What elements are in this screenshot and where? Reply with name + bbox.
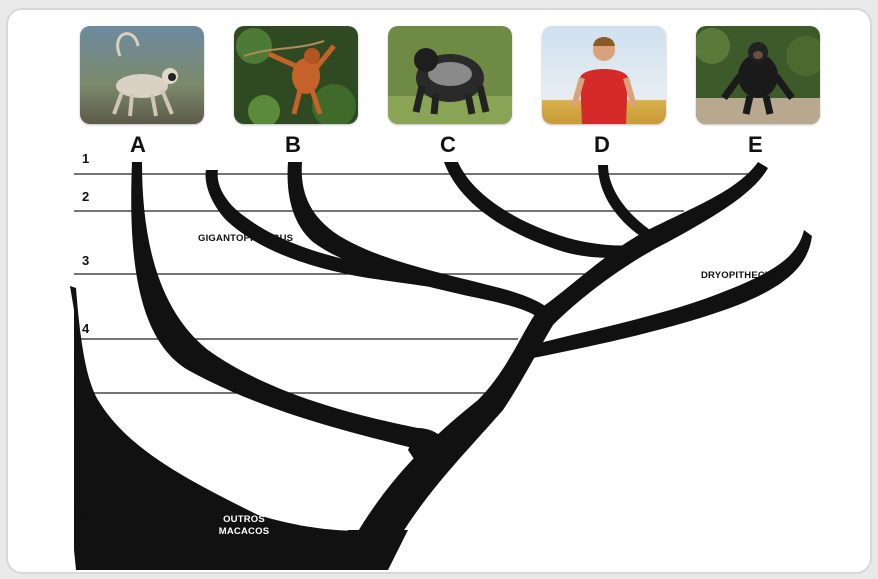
- species-label-a: A: [130, 132, 146, 158]
- level-label-2: 2: [82, 189, 89, 204]
- level-label-3: 3: [82, 253, 89, 268]
- level-label-1: 1: [82, 151, 89, 166]
- branch-a: [131, 162, 442, 455]
- diagram-frame: A B C D E 1 2 3 4 5 6 GIGANTOPITHECUS DR…: [6, 8, 872, 574]
- phylogenetic-tree: [8, 10, 872, 574]
- label-outros-macacos: OUTROS MACACOS: [214, 514, 274, 538]
- label-dryopithecus: DRYOPITHECUS: [701, 270, 779, 281]
- label-outros-line2: MACACOS: [214, 526, 274, 538]
- level-label-4: 4: [82, 321, 89, 336]
- species-label-e: E: [748, 132, 763, 158]
- branch-d: [598, 165, 653, 240]
- branch-b: [288, 162, 548, 316]
- label-gigantopithecus: GIGANTOPITHECUS: [198, 233, 293, 244]
- species-label-b: B: [285, 132, 301, 158]
- species-label-c: C: [440, 132, 456, 158]
- species-label-d: D: [594, 132, 610, 158]
- level-label-5: 5: [82, 376, 89, 391]
- level-label-6: 6: [82, 510, 89, 525]
- label-outros-line1: OUTROS: [214, 514, 274, 526]
